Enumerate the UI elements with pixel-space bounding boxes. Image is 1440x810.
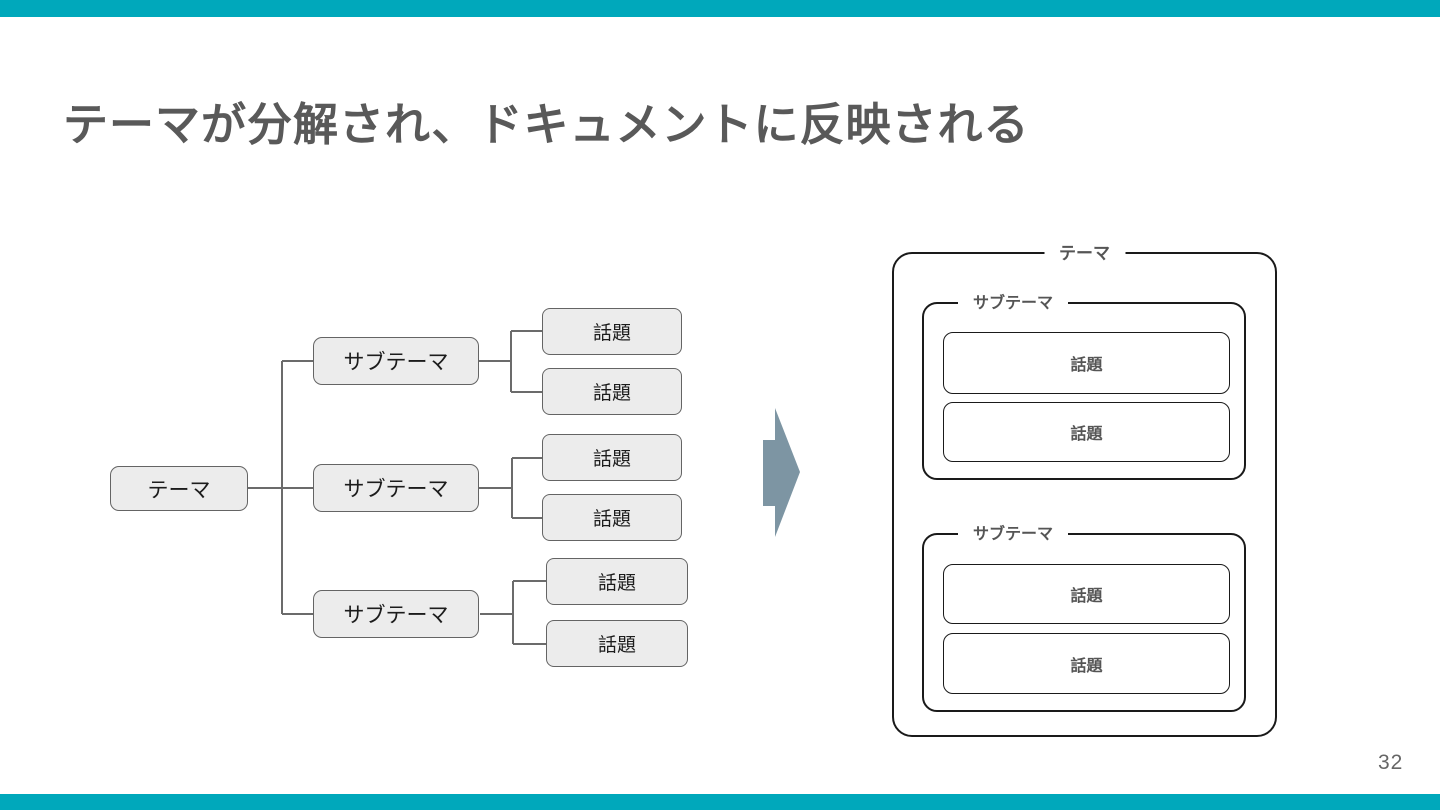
doc-topic-box: 話題: [943, 402, 1230, 462]
doc-topic-label: 話題: [1070, 426, 1103, 443]
tree-topic-label: 話題: [597, 635, 636, 656]
slide-title: テーマが分解され、ドキュメントに反映される: [63, 99, 1030, 150]
tree-theme-box: テーマ: [110, 466, 248, 511]
top-accent-bar: [0, 0, 1440, 17]
tree-topic-label: 話題: [592, 383, 631, 404]
tree-subtheme-box-3: サブテーマ: [313, 590, 479, 638]
doc-theme-label: テーマ: [1044, 245, 1125, 262]
doc-topic-box: 話題: [943, 633, 1230, 694]
doc-topic-label: 話題: [1070, 357, 1103, 374]
tree-topic-box: 話題: [542, 368, 682, 415]
doc-topic-box: 話題: [943, 332, 1230, 394]
tree-topic-box: 話題: [542, 308, 682, 355]
bottom-accent-bar: [0, 794, 1440, 810]
tree-topic-box: 話題: [546, 558, 688, 605]
tree-topic-box: 話題: [542, 434, 682, 481]
tree-topic-label: 話題: [592, 509, 631, 530]
doc-topic-label: 話題: [1070, 657, 1103, 675]
tree-subtheme-label: サブテーマ: [343, 351, 449, 374]
doc-subtheme-label: サブテーマ: [958, 527, 1069, 543]
tree-subtheme-box-1: サブテーマ: [313, 337, 479, 385]
tree-theme-label: テーマ: [147, 478, 211, 502]
tree-topic-label: 話題: [597, 573, 636, 594]
tree-topic-label: 話題: [592, 323, 631, 344]
tree-subtheme-box-2: サブテーマ: [313, 464, 479, 512]
tree-subtheme-label: サブテーマ: [343, 478, 449, 501]
page-number: 32: [1378, 751, 1404, 774]
tree-topic-box: 話題: [546, 620, 688, 667]
doc-subtheme-group-2: サブテーマ 話題 話題: [922, 527, 1246, 712]
doc-subtheme-group-1: サブテーマ 話題 話題: [922, 296, 1246, 480]
tree-topic-label: 話題: [592, 449, 631, 470]
transform-arrow-shape: [763, 408, 800, 537]
tree-topic-box: 話題: [542, 494, 682, 541]
doc-topic-box: 話題: [943, 564, 1230, 624]
doc-topic-label: 話題: [1070, 588, 1103, 605]
doc-subtheme-label: サブテーマ: [958, 296, 1069, 312]
tree-subtheme-label: サブテーマ: [343, 604, 449, 627]
